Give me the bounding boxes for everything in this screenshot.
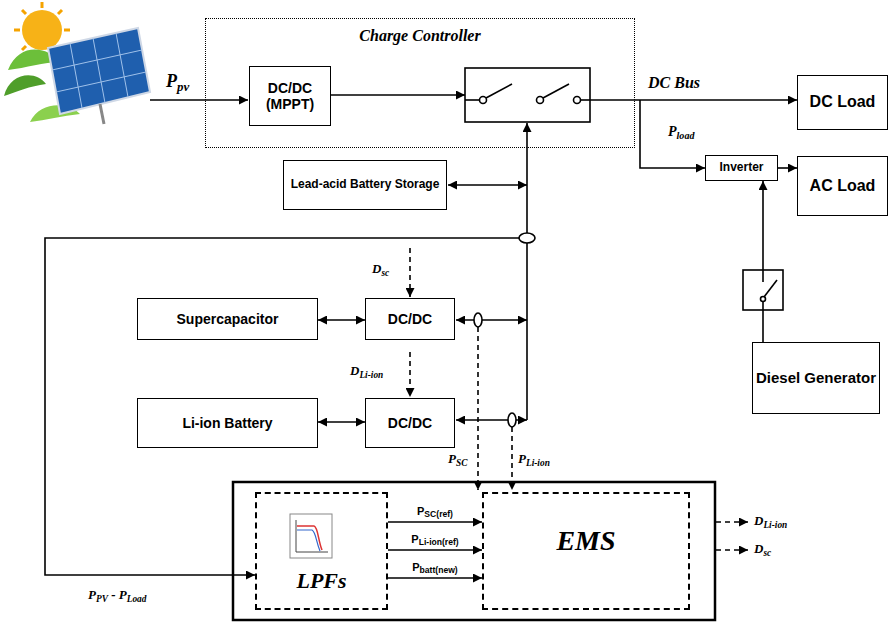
load-box: AC Load [797,156,888,216]
edge-label: PLi-ion(ref) [410,533,459,548]
node-text: DC/DC [388,311,432,327]
node-text: LPFs [296,568,346,593]
power-label: Ppv [166,72,189,94]
signal-label: DLi-ion [350,364,383,380]
connector-arrow [318,319,365,321]
connector-arrow [388,521,482,523]
connector-arrow [388,577,482,579]
connector-arrow [388,549,482,551]
node-text: AC Load [810,177,876,195]
converter-box: DC/DC [365,398,455,448]
signal-label: PSC [448,452,467,468]
node-text: DC/DC (MPPT) [258,80,322,112]
connector-arrow [778,167,797,169]
controller-group: Charge ControllerDC/DC (MPPT) [205,18,635,148]
connector-arrow [762,181,764,342]
ems-box: EMS [482,492,690,610]
signal-label: Dsc [754,542,771,558]
signal-label: DLi-ion [754,514,787,530]
node-text: EMS [556,525,615,557]
node-text: Inverter [719,161,763,175]
inverter-box: Inverter [705,155,778,181]
signal-label: PPV - PLoad [88,588,146,604]
signal-label: PLi-ion [518,452,550,468]
storage-box: Li-ion Battery [137,398,318,448]
node-text: Lead-acid Battery Storage [291,178,440,192]
connector-arrow [318,421,365,423]
filter-box: LPFs [255,492,388,610]
node-text: Supercapacitor [177,311,279,327]
power-label: Pload [668,124,694,141]
wires [45,68,797,620]
node-text: Charge Controller [359,27,480,45]
edge-label: Pbatt(new) [411,561,458,576]
load-box: DC Load [797,75,888,130]
generator-box: Diesel Generator [752,342,880,414]
signal-label: Dsc [372,262,389,278]
filter-icon [290,514,332,558]
edge-label: PSC(ref) [416,505,454,520]
storage-box: Supercapacitor [137,298,318,340]
node-text: DC/DC [388,415,432,431]
pv-illustration [4,2,150,124]
bus-label: DC Bus [648,74,700,92]
battery-box: Lead-acid Battery Storage [283,160,447,210]
node-text: DC Load [810,93,876,111]
node-text: Diesel Generator [756,369,876,386]
converter-box: DC/DC [365,298,455,340]
converter-box: DC/DC (MPPT) [249,66,331,126]
node-text: Li-ion Battery [182,415,272,431]
